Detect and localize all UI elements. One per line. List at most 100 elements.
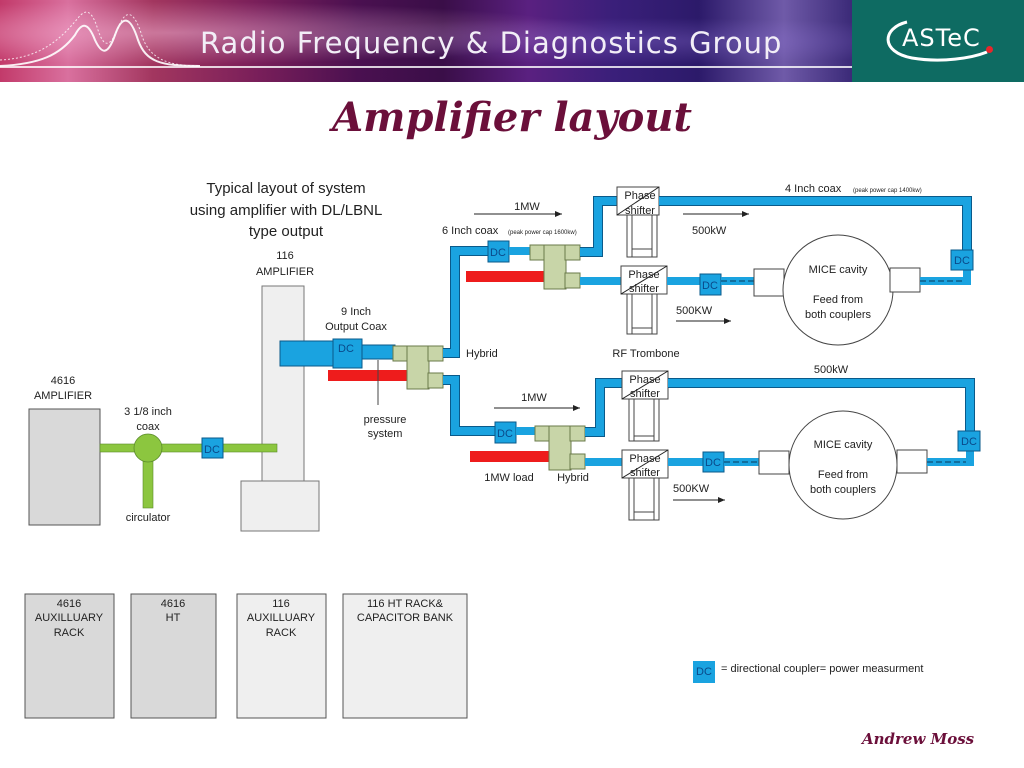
amp116-label-2: AMPLIFIER [256,266,314,278]
coax-4inch-upper [659,197,971,266]
header-banner: Radio Frequency & Diagnostics Group [0,0,852,82]
svg-text:4616: 4616 [161,598,185,610]
coax-318-line [99,443,278,453]
dc-coupler-lower-in: DC [494,421,517,444]
coax-upper-branch [443,247,497,357]
dc-coupler-green: DC [201,437,224,459]
coax318-label-2: coax [136,421,160,433]
coax318-label-1: 3 1/8 inch [124,406,172,418]
svg-text:116: 116 [272,598,290,610]
phase-shifter-2: Phase shifter [620,265,668,335]
power-1mw-bottom: 1MW [521,392,547,404]
group-title: Radio Frequency & Diagnostics Group [200,26,783,60]
amp4616-label-2: AMPLIFIER [34,390,92,402]
caption-line-1: Typical layout of system [206,180,365,197]
svg-text:Phase: Phase [629,453,660,465]
rack-4616-auxiliary: 4616 AUXILLUARY RACK [24,593,115,719]
svg-text:DC: DC [702,280,718,292]
svg-text:DC: DC [204,444,220,456]
rack-4616-ht: 4616 HT [130,593,217,719]
coax4-note: (peak power cap 1400kw) [853,188,922,194]
load-bar-main [328,370,410,381]
svg-text:both couplers: both couplers [810,484,877,496]
svg-text:AUXILLUARY: AUXILLUARY [35,612,104,624]
svg-text:RACK: RACK [54,627,85,639]
banner-glow [0,0,852,82]
banner-rule [0,66,852,68]
waveform-graphic [0,11,201,67]
rf-trombone-label: RF Trombone [612,348,679,360]
svg-text:DC: DC [490,247,506,259]
svg-text:MICE cavity: MICE cavity [814,439,873,451]
rack-116-auxiliary: 116 AUXILLUARY RACK [236,593,327,719]
coax-upper-to-shifter-a [580,197,622,256]
svg-text:DC: DC [961,436,977,448]
svg-text:shifter: shifter [630,388,660,400]
svg-text:DC: DC [954,255,970,267]
author-name: Andrew Moss [862,730,975,748]
svg-text:DC: DC [705,457,721,469]
output-coax-label-1: 9 Inch [341,306,371,318]
slide-title: Amplifier layout [332,94,692,141]
output-coax-label-2: Output Coax [325,321,387,333]
svg-text:AUXILLUARY: AUXILLUARY [247,612,316,624]
dc-coupler-output: DC [332,338,363,369]
coax6-label: 6 Inch coax [442,225,499,237]
svg-text:MICE cavity: MICE cavity [809,264,868,276]
phase-shifter-1: Phase shifter [616,186,660,258]
hybrid-main [392,345,444,390]
legend-text: = directional coupler= power measurment [721,663,923,675]
caption-line-2: using amplifier with DL/LBNL [190,202,383,219]
mice-cavity-lower: MICE cavity Feed from both couplers [758,410,928,520]
svg-text:Phase: Phase [629,374,660,386]
logo-text: ASTeC [902,24,981,52]
circulator [133,433,163,463]
amp4616-label-1: 4616 [51,375,75,387]
power-500kw-d: 500KW [673,483,710,495]
power-500kw-a: 500kW [692,225,727,237]
rack-116-ht-capacitor: 116 HT RACK& CAPACITOR BANK [342,593,468,719]
svg-text:both couplers: both couplers [805,309,872,321]
output-coax [279,340,336,367]
svg-text:DC: DC [338,343,354,355]
circulator-label: circulator [126,512,171,524]
svg-text:Phase: Phase [624,190,655,202]
amp116-label-1: 116 [276,250,294,262]
svg-text:HT: HT [166,612,181,624]
phase-shifter-3: Phase shifter [621,370,669,442]
dc-coupler-lower-b: DC [702,451,725,473]
hybrid-label-main: Hybrid [466,348,498,360]
load-bar-upper [466,271,546,282]
hybrid-lower [534,425,586,471]
hybrid-label-lower: Hybrid [557,472,589,484]
mice-cavity-upper: MICE cavity Feed from both couplers [753,234,921,346]
power-500kw-c: 500kW [814,364,849,376]
phase-shifter-4: Phase shifter [621,449,669,521]
legend-dc: DC = directional coupler= power measurme… [693,661,923,683]
svg-text:shifter: shifter [629,283,659,295]
logo-dot [986,46,993,53]
coax-lower-return [668,379,974,447]
dc-coupler-lower-return: DC [957,430,981,452]
svg-text:shifter: shifter [625,205,655,217]
dc-coupler-upper-b: DC [699,273,722,296]
dc-coupler-upper-in: DC [487,240,510,263]
coax4-label: 4 Inch coax [785,183,842,195]
svg-text:116 HT RACK&: 116 HT RACK& [367,598,444,610]
pressure-label-1: pressure [364,414,407,426]
output-coax-reducer [361,344,396,360]
caption-line-3: type output [249,223,324,240]
svg-text:CAPACITOR BANK: CAPACITOR BANK [357,612,454,624]
power-1mw-top: 1MW [514,201,540,213]
svg-text:shifter: shifter [630,467,660,479]
load-bar-lower [470,451,550,462]
svg-text:Feed from: Feed from [813,294,863,306]
astec-logo: ASTeC [852,0,1024,82]
logo-swoosh-icon [886,20,988,62]
svg-text:Feed from: Feed from [818,469,868,481]
dc-coupler-upper-return: DC [950,249,974,271]
pressure-label-2: system [368,428,403,440]
svg-text:DC: DC [696,666,712,678]
amp116-column [261,285,305,483]
